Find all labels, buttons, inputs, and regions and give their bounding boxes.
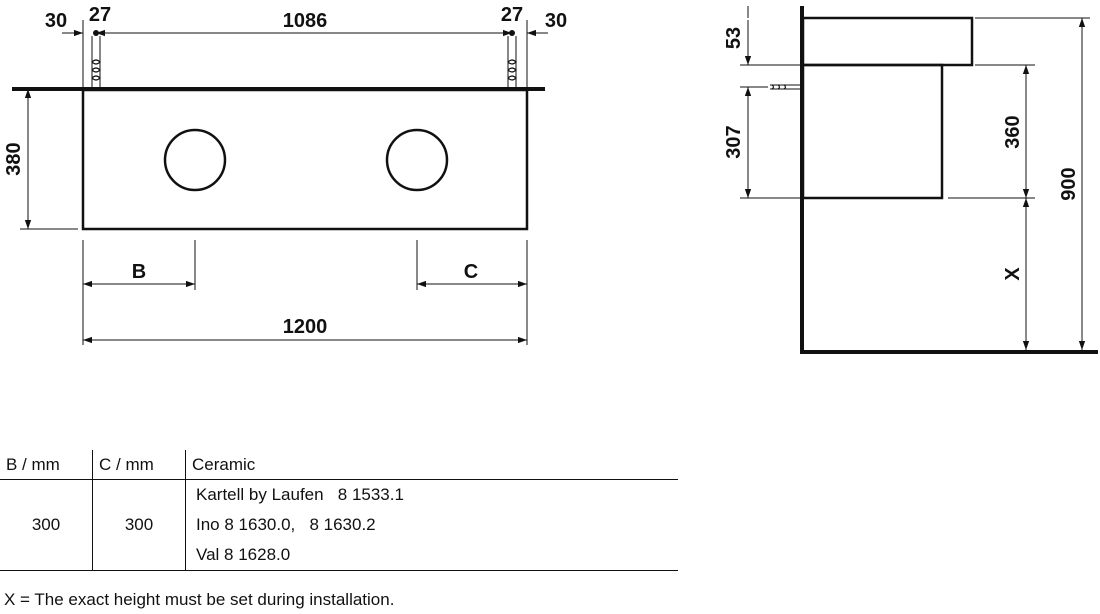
dim-c: C <box>464 261 478 283</box>
bracket-right <box>507 30 517 88</box>
dim-left-bracket: 27 <box>89 4 111 26</box>
basin-right <box>385 128 449 192</box>
table-header-row: B / mm C / mm Ceramic <box>0 450 678 480</box>
dim-width: 1200 <box>283 316 328 338</box>
dim-right-offset: 30 <box>545 10 567 32</box>
side-view: 53 307 360 X 900 <box>723 6 1098 354</box>
dim-x: X <box>1002 267 1024 281</box>
dim-307: 307 <box>723 125 745 158</box>
model-code: 8 1533.1 <box>337 485 404 504</box>
model-line: Val 8 1628.0 <box>186 540 678 570</box>
model-code: 8 1630.0, 8 1630.2 <box>224 515 376 534</box>
dim-right-bracket: 27 <box>501 4 523 26</box>
model-line: Ino 8 1630.0, 8 1630.2 <box>186 510 678 540</box>
spec-table: B / mm C / mm Ceramic 300 300 Kartell by… <box>0 450 678 571</box>
model-name: Val <box>196 545 220 564</box>
footnote: X = The exact height must be set during … <box>4 590 395 609</box>
technical-drawing: 30 27 1086 27 30 380 B C 1200 <box>3 4 1098 354</box>
wall-bracket <box>770 84 800 90</box>
bracket-left <box>91 30 101 88</box>
header-b: B / mm <box>0 450 93 480</box>
dim-b: B <box>132 261 146 283</box>
cabinet-side <box>801 63 944 200</box>
dim-span: 1086 <box>283 10 328 32</box>
model-line: Kartell by Laufen 8 1533.1 <box>186 480 678 510</box>
model-name: Kartell by Laufen <box>196 485 324 504</box>
cell-b: 300 <box>0 479 93 571</box>
cabinet-front <box>81 88 529 231</box>
dim-height: 380 <box>3 142 25 175</box>
header-ceramic: Ceramic <box>185 450 678 480</box>
cell-c: 300 <box>92 479 186 571</box>
model-code: 8 1628.0 <box>224 545 291 564</box>
basin-left <box>163 128 227 192</box>
front-view: 30 27 1086 27 30 380 B C 1200 <box>3 4 567 345</box>
ceramic-top <box>801 16 974 67</box>
cell-ceramic: Kartell by Laufen 8 1533.1 Ino 8 1630.0,… <box>185 479 678 571</box>
model-name: Ino <box>196 515 220 534</box>
table-row: 300 300 Kartell by Laufen 8 1533.1 Ino 8… <box>0 479 678 571</box>
dim-top: 53 <box>723 27 745 49</box>
dim-360: 360 <box>1002 115 1024 148</box>
dim-left-offset: 30 <box>45 10 67 32</box>
header-c: C / mm <box>92 450 186 480</box>
dim-900: 900 <box>1058 167 1080 200</box>
